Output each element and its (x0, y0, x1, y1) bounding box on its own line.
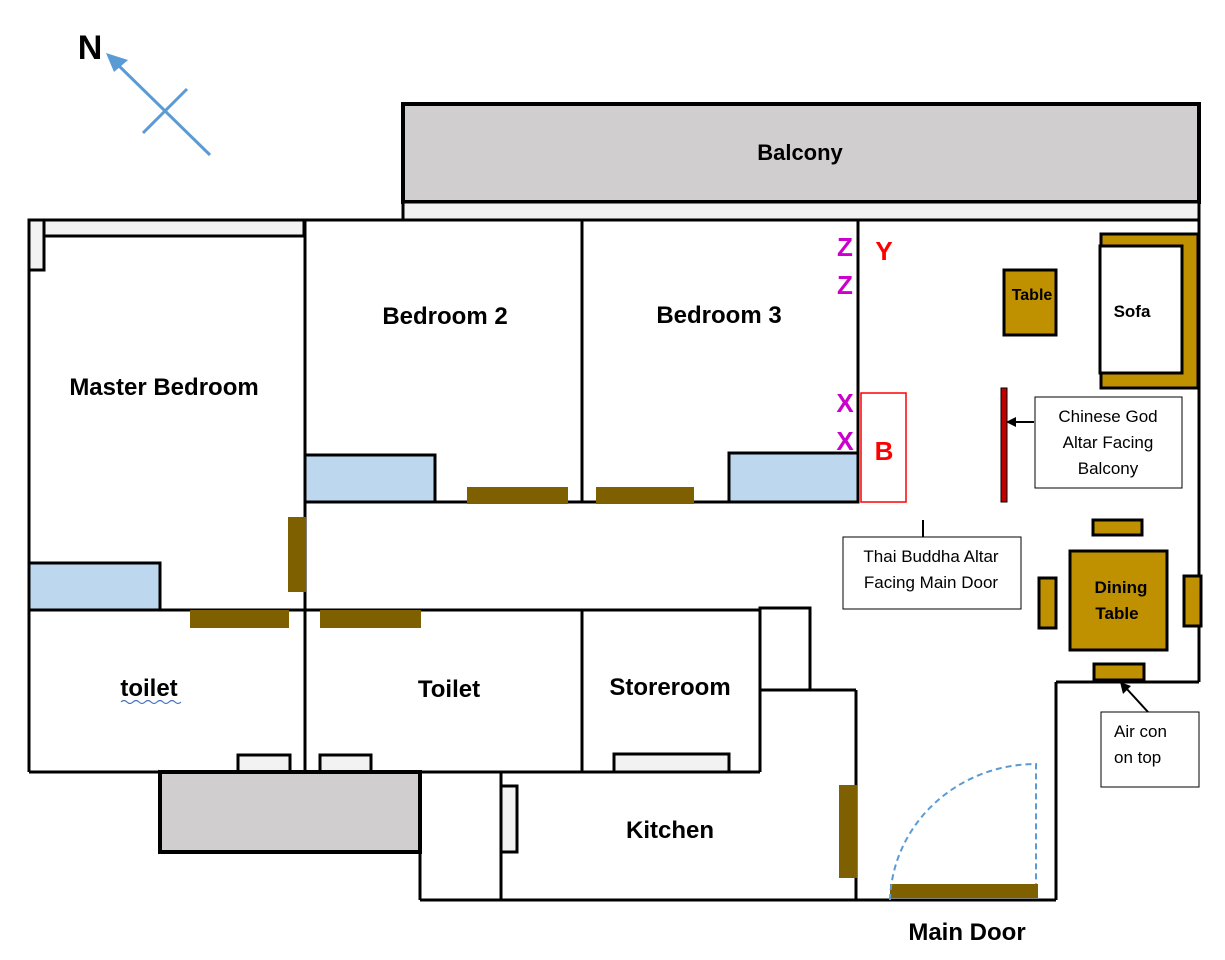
master-window (27, 561, 162, 612)
bedroom2-door (467, 487, 568, 504)
thai-altar (860, 392, 907, 503)
marker-z-2: Z (837, 270, 853, 300)
chinese-altar-line-1: Chinese God (1058, 407, 1157, 426)
spellcheck-underline (120, 699, 182, 705)
marker-x-1: X (836, 388, 854, 418)
marker-y: Y (875, 236, 892, 266)
chinese-altar (1000, 387, 1008, 503)
kitchen-door (839, 785, 857, 878)
storeroom-shelf (612, 752, 731, 774)
aircon-arrowhead (1120, 682, 1131, 694)
aircon-line-1: Air con (1114, 722, 1167, 741)
toilet-fixture-2 (318, 753, 373, 774)
kitchen-fixture (499, 784, 519, 854)
north-arrow-shaft (113, 60, 212, 157)
master-bedroom-label: Master Bedroom (69, 374, 258, 401)
dining-chair-bottom (1092, 662, 1146, 682)
small-toilet-door (190, 610, 289, 628)
marker-x-2: X (836, 426, 854, 456)
balcony-sill (401, 200, 1201, 222)
dining-chair-right (1182, 574, 1203, 628)
sofa-label: Sofa (1114, 302, 1151, 321)
small-toilet-label: toilet (120, 675, 177, 702)
master-wardrobe-side (27, 218, 46, 272)
master-door (288, 517, 306, 592)
north-arrow-head (106, 53, 128, 72)
main-door-label: Main Door (908, 919, 1025, 946)
thai-altar-line-1: Thai Buddha Altar (863, 547, 998, 566)
marker-z-1: Z (837, 232, 853, 262)
chinese-altar-line-3: Balcony (1078, 459, 1139, 478)
thai-altar-line-2: Facing Main Door (864, 573, 999, 592)
main-door-swing (889, 762, 1037, 901)
chinese-altar-callout (1034, 396, 1183, 489)
dining-label-1: Dining (1095, 578, 1148, 597)
storeroom-label: Storeroom (609, 674, 730, 701)
bedroom3-label: Bedroom 3 (656, 302, 781, 329)
dining-chair-top (1091, 518, 1144, 537)
aircon-pointer (1125, 687, 1149, 713)
compass-crossbar (141, 87, 189, 135)
marker-b: B (875, 436, 894, 466)
north-label: N (78, 29, 103, 67)
toilet-label: Toilet (418, 676, 480, 703)
storeroom-closet (758, 606, 812, 692)
sofa-seat (1098, 244, 1184, 375)
balcony-label: Balcony (757, 140, 843, 165)
bedroom3-door (596, 487, 694, 504)
dining-table (1068, 549, 1169, 652)
kitchen-label: Kitchen (626, 817, 714, 844)
toilet-door (320, 610, 421, 628)
thai-altar-callout (842, 536, 1022, 610)
dining-label-2: Table (1095, 604, 1138, 623)
bedroom2-window (303, 453, 437, 504)
toilet-fixture-1 (236, 753, 292, 774)
bedroom3-window (727, 451, 860, 504)
chinese-altar-arrowhead (1006, 417, 1016, 427)
coffee-table (1002, 268, 1058, 337)
master-wardrobe-top (42, 218, 306, 238)
aircon-line-2: on top (1114, 748, 1161, 767)
service-yard (158, 770, 422, 854)
bedroom2-label: Bedroom 2 (382, 303, 507, 330)
chinese-altar-line-2: Altar Facing (1063, 433, 1154, 452)
main-door (890, 884, 1038, 898)
compass: N (78, 29, 212, 157)
aircon-callout (1100, 711, 1200, 788)
dining-chair-left (1037, 576, 1058, 630)
coffee-table-label: Table (1012, 287, 1053, 304)
